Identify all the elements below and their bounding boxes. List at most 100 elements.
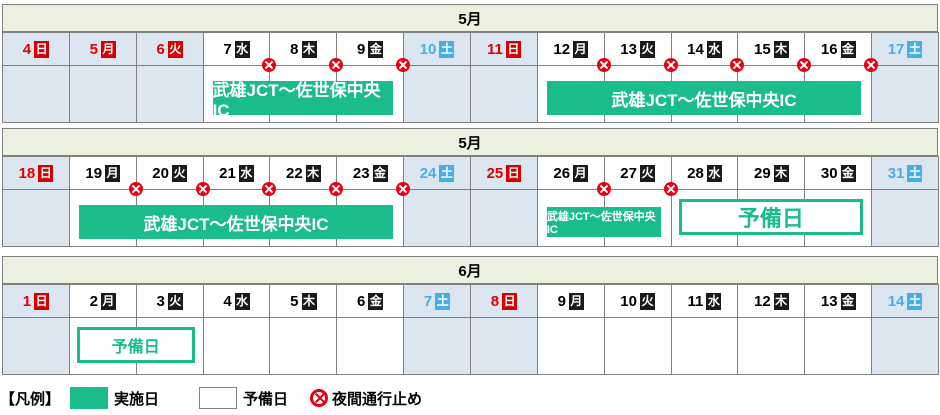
weekday-badge: 木	[305, 164, 321, 182]
day-number: 9	[557, 292, 566, 310]
weekday-badge: 土	[439, 164, 455, 182]
day-number: 16	[820, 40, 838, 58]
day-cell	[2, 65, 70, 123]
weekday-badge: 月	[573, 40, 589, 58]
weekday-badge: 木	[301, 40, 317, 58]
weekday-badge: 金	[840, 164, 856, 182]
weekday-badge: 金	[368, 40, 384, 58]
day-cell	[135, 65, 204, 123]
closure-icon	[262, 58, 277, 72]
month-header: 6月	[2, 256, 938, 284]
legend-work-label: 実施日	[114, 390, 160, 408]
weekday-badge: 金	[372, 164, 388, 182]
day-number: 25	[486, 164, 504, 182]
weekday-badge: 水	[706, 292, 722, 310]
weekday-badge: 月	[568, 292, 584, 310]
day-number: 13	[820, 292, 838, 310]
weekday-badge: 日	[506, 164, 522, 182]
closure-icon	[329, 58, 344, 72]
day-number: 7	[223, 40, 232, 58]
day-number: 30	[820, 164, 838, 182]
weekday-badge: 水	[234, 40, 250, 58]
day-cell	[871, 65, 939, 123]
closure-icon	[329, 182, 344, 196]
day-number: 11	[486, 40, 503, 58]
closure-icon	[128, 182, 143, 196]
day-number: 5	[290, 292, 299, 310]
legend-reserve-swatch	[199, 387, 238, 409]
legend-work-swatch	[70, 387, 109, 409]
weekday-badge: 土	[907, 40, 923, 58]
work-period-bar: 武雄JCT～佐世保中央IC	[546, 81, 862, 115]
weekday-badge: 水	[234, 292, 250, 310]
weekday-badge: 水	[706, 164, 722, 182]
day-cell	[2, 189, 70, 247]
day-cell	[871, 317, 939, 375]
weekday-badge: 日	[34, 292, 50, 310]
day-number: 12	[553, 40, 571, 58]
weekday-badge: 木	[773, 292, 789, 310]
month-header: 5月	[2, 128, 938, 156]
weekday-badge: 月	[105, 164, 121, 182]
day-number: 17	[887, 40, 905, 58]
closure-icon	[596, 58, 611, 72]
day-number: 15	[754, 40, 771, 58]
weekday-badge: 日	[38, 164, 54, 182]
day-number: 18	[18, 164, 36, 182]
day-number: 21	[219, 164, 236, 182]
legend-closure-label: 夜間通行止め	[332, 390, 423, 408]
weekday-badge: 火	[167, 292, 183, 310]
closure-icon	[396, 58, 411, 72]
weekday-badge: 木	[301, 292, 317, 310]
closure-icon	[262, 182, 277, 196]
month-header: 5月	[2, 4, 938, 32]
day-cell	[737, 317, 806, 375]
day-number: 4	[223, 292, 232, 310]
day-cell	[536, 317, 605, 375]
day-cell	[470, 317, 538, 375]
reserve-day-box: 予備日	[76, 327, 195, 363]
day-number: 1	[22, 292, 32, 310]
weekday-badge: 水	[706, 40, 722, 58]
day-number: 4	[22, 40, 32, 58]
day-number: 2	[89, 292, 98, 310]
day-number: 10	[620, 292, 637, 310]
day-number: 6	[156, 40, 165, 58]
weekday-badge: 土	[907, 292, 923, 310]
day-cell	[68, 65, 137, 123]
work-period-bar: 武雄JCT～佐世保中央IC	[546, 207, 661, 237]
legend-reserve-label: 予備日	[243, 390, 289, 408]
weekday-badge: 土	[435, 292, 451, 310]
day-number: 11	[687, 292, 704, 310]
day-number: 27	[620, 164, 637, 182]
day-number: 13	[620, 40, 637, 58]
day-cell	[2, 317, 70, 375]
weekday-badge: 土	[439, 40, 455, 58]
weekday-badge: 日	[505, 40, 521, 58]
day-number: 23	[352, 164, 370, 182]
closure-icon	[663, 58, 678, 72]
weekday-badge: 金	[368, 292, 384, 310]
